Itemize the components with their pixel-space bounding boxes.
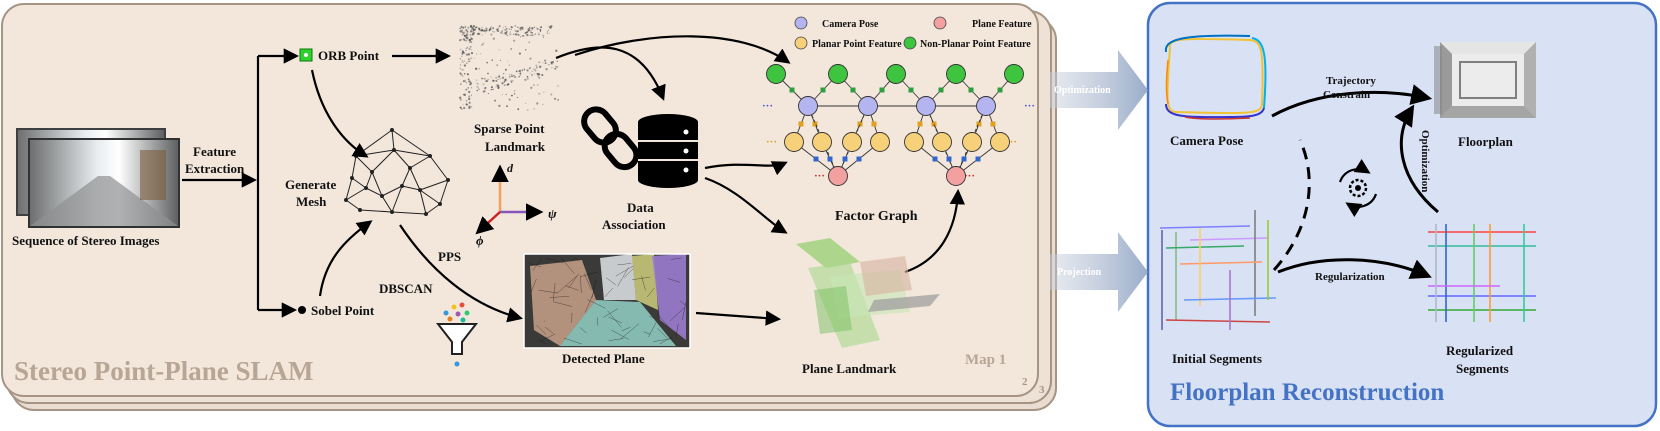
legend-non-planar-point-swatch xyxy=(903,36,917,50)
fp-floorplan-label: Floorplan xyxy=(1458,134,1514,149)
plane-landmark-image xyxy=(796,238,940,348)
feature-extraction-label-2: Extraction xyxy=(185,161,245,176)
legend-camera-pose-label: Camera Pose xyxy=(822,19,879,30)
fp-initial-segments-label: Initial Segments xyxy=(1172,351,1262,366)
data-association-icon xyxy=(581,106,698,188)
regularized-segments xyxy=(1428,224,1536,322)
sparse-point-landmark-label-2: Landmark xyxy=(485,139,546,154)
axis-psi-label: ψ xyxy=(548,206,557,221)
orb-point-label: ORB Point xyxy=(318,48,380,63)
legend-planar-point-swatch xyxy=(794,36,808,50)
feature-extraction-arrows xyxy=(182,48,300,318)
pps-label: PPS xyxy=(438,249,461,264)
axis-d-label: d xyxy=(507,161,514,175)
stack-number-3: 3 xyxy=(1039,384,1045,396)
gear-cycle-icon xyxy=(1338,158,1378,218)
dbscan-label: DBSCAN xyxy=(379,281,433,296)
sobel-point-icon xyxy=(298,306,306,314)
factor-graph-label: Factor Graph xyxy=(835,209,918,224)
plane-landmark-label: Plane Landmark xyxy=(802,361,897,376)
stereo-images-label: Sequence of Stereo Images xyxy=(12,233,159,248)
legend-non-planar-point-label: Non-Planar Point Feature xyxy=(920,39,1031,50)
floorplan-3d xyxy=(1434,42,1536,118)
trajectory-constrain-label-2: Constrain xyxy=(1323,89,1370,101)
stereo-images: Sequence of Stereo Images xyxy=(12,128,180,248)
sparse-point-landmark-label-1: Sparse Point xyxy=(474,121,545,136)
detected-plane-label: Detected Plane xyxy=(562,351,645,366)
svg-text:···: ··· xyxy=(1006,136,1017,148)
legend-plane-feature-swatch xyxy=(933,16,947,30)
floorplan-panel-title: Floorplan Reconstruction xyxy=(1170,379,1444,406)
svg-text:···: ··· xyxy=(762,100,773,112)
svg-text:···: ··· xyxy=(1024,100,1035,112)
data-association-label-2: Association xyxy=(602,217,666,232)
projection-transition: Projection xyxy=(1050,232,1148,312)
regularization-label: Regularization xyxy=(1315,271,1385,283)
legend-camera-pose-swatch xyxy=(794,16,808,30)
factor-graph-legend: Camera Pose Plane Feature Planar Point F… xyxy=(794,16,1032,50)
legend-planar-point-label: Planar Point Feature xyxy=(812,39,902,50)
filter-icon xyxy=(435,302,479,367)
axis-phi-label: ϕ xyxy=(476,233,484,248)
stack-number-2: 2 xyxy=(1022,376,1028,388)
sobel-point-label: Sobel Point xyxy=(311,303,375,318)
svg-text:···: ··· xyxy=(964,170,975,182)
fp-optimization-label: Optimization xyxy=(1419,130,1431,192)
detected-plane-image xyxy=(523,253,691,349)
fp-regularized-label-1: Regularized xyxy=(1446,343,1514,358)
factor-graph: ··· ··· ··· ··· ··· ··· xyxy=(762,64,1035,186)
map-label: Map 1 xyxy=(965,352,1006,368)
svg-text:···: ··· xyxy=(766,136,777,148)
legend-plane-feature-label: Plane Feature xyxy=(972,19,1032,30)
projection-transition-label: Projection xyxy=(1057,267,1102,278)
fp-regularized-label-2: Segments xyxy=(1456,361,1509,376)
optimization-transition-label: Optimization xyxy=(1054,85,1111,96)
sparse-point-cloud xyxy=(459,24,559,111)
svg-text:···: ··· xyxy=(814,170,825,182)
camera-pose-trajectory xyxy=(1164,34,1267,120)
initial-segments xyxy=(1159,210,1277,330)
generate-mesh-label-1: Generate xyxy=(285,177,336,192)
slam-panel-main xyxy=(1,3,1039,397)
optimization-transition: Optimization xyxy=(1050,50,1148,130)
generate-mesh-label-2: Mesh xyxy=(296,194,327,209)
feature-extraction-label-1: Feature xyxy=(193,144,236,159)
slam-panel-title: Stereo Point-Plane SLAM xyxy=(14,356,313,386)
trajectory-constrain-label-1: Trajectory xyxy=(1326,75,1376,87)
data-association-label-1: Data xyxy=(627,200,654,215)
fp-camera-pose-label: Camera Pose xyxy=(1170,133,1244,148)
plane-parameter-axes xyxy=(475,164,544,235)
